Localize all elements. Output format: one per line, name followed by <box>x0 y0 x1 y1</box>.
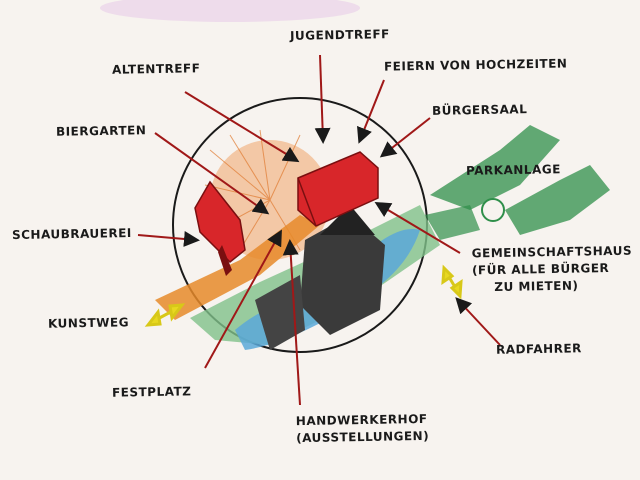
label-handwerkerhof-line2: (AUSSTELLUNGEN) <box>296 428 430 446</box>
park-blocks <box>425 125 610 240</box>
label-parkanlage: PARKANLAGE <box>465 162 561 178</box>
label-arrows <box>137 54 501 406</box>
label-gemeinschaftshaus: GEMEINSCHAFTSHAUS (FÜR ALLE BÜRGER ZU MI… <box>472 243 633 297</box>
label-biergarten: BIERGARTEN <box>55 123 147 139</box>
label-buergersaal: BÜRGERSAAL <box>431 102 528 118</box>
pink-wash <box>100 0 360 22</box>
label-gemeinschaftshaus-line3: ZU MIETEN) <box>494 278 579 295</box>
label-festplatz: FESTPLATZ <box>111 384 192 400</box>
label-handwerkerhof: HANDWERKERHOF (AUSSTELLUNGEN) <box>296 411 430 447</box>
label-radfahrer: RADFAHRER <box>495 341 582 357</box>
label-schaubrauerei: SCHAUBRAUEREI <box>11 225 132 243</box>
schaubrauerei-building <box>194 180 246 276</box>
yellow-double-arrows <box>144 264 463 327</box>
label-altentreff: ALTENTREFF <box>111 61 201 77</box>
label-kunstweg: KUNSTWEG <box>47 315 130 331</box>
buergersaal-building <box>297 151 379 227</box>
label-jugendtreff: JUGENDTREFF <box>289 27 390 43</box>
label-gemeinschaftshaus-line2: (FÜR ALLE BÜRGER <box>471 261 610 278</box>
